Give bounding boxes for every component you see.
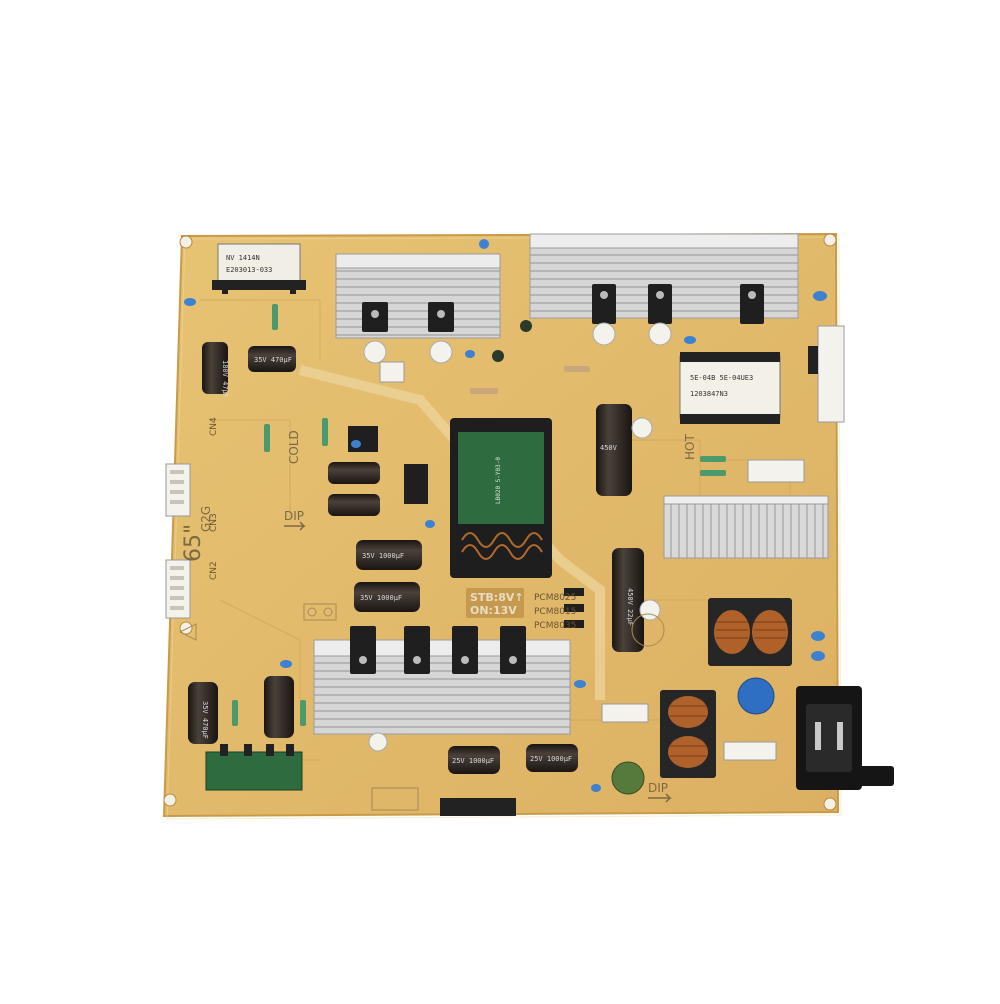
heatsink-right-middle — [663, 495, 829, 559]
cap-g-label: 35V 1000μF — [360, 594, 402, 602]
main-transformer-label: LB020 S-Y03-0 — [495, 457, 502, 504]
on-label: ON:13V — [470, 604, 517, 617]
transformer-label-2: E203013-033 — [226, 266, 272, 274]
chokes — [660, 598, 792, 778]
cap-e-label: 25V 1000μF — [530, 755, 572, 763]
transformer-right-label-1: 5E-04B 5E-04UE3 — [690, 374, 753, 382]
heatsink-top-right — [529, 233, 799, 346]
main-transformer: LB020 S-Y03-0 — [450, 418, 552, 578]
small-components — [184, 239, 827, 792]
hot-label: HOT — [683, 434, 697, 460]
disc-components — [611, 677, 775, 795]
pcm-label-2: PCM8015 — [534, 607, 576, 617]
transformer-right: 5E-04B 5E-04UE3 1203847N3 — [679, 352, 781, 424]
transformer-label-1: NV 1414N — [226, 254, 260, 262]
connector-right-edge — [808, 325, 845, 423]
cold-label: COLD — [287, 430, 301, 464]
cn3-label: CN3 — [209, 513, 219, 532]
pcm-label-3: PCM8035 — [534, 621, 576, 631]
cap-h-label: 450V 22μF — [626, 588, 634, 626]
transformer-top-left: NV 1414N E203013-033 — [212, 243, 306, 294]
stb-label: STB:8V↑ — [470, 591, 524, 604]
ac-inlet — [796, 686, 894, 790]
cn2-label: CN2 — [209, 561, 219, 580]
pcm-label-1: PCM8025 — [534, 593, 576, 603]
cap-i-label: 35V 470μF — [201, 701, 209, 739]
connectors-left — [165, 463, 191, 619]
capacitors-vertical: 180V 47μF 450V 450V 22μF 35V 470μF — [188, 342, 644, 744]
transformer-bottom-left — [205, 744, 303, 791]
size-code: G2G — [199, 506, 213, 532]
dip-label-left: DIP — [284, 509, 304, 523]
cap-b-label: 35V 470μF — [254, 356, 292, 364]
cap-c-label: 450V — [600, 444, 618, 452]
transformer-right-label-2: 1203847N3 — [690, 390, 728, 398]
silkscreen: 65" G2G COLD HOT DIP DIP STB:8V↑ ON:13V … — [178, 417, 697, 811]
cap-f-label: 35V 1000μF — [362, 552, 404, 560]
cap-a-label: 180V 47μF — [221, 360, 229, 398]
heatsink-top-left — [335, 253, 501, 364]
capacitors-horizontal: 35V 470μF 35V 1000μF 35V 1000μF 25V 1000… — [248, 346, 578, 774]
size-mark: 65" — [181, 524, 206, 562]
white-parts — [379, 361, 805, 816]
cap-d-label: 25V 1000μF — [452, 757, 494, 765]
cn4-label: CN4 — [209, 417, 219, 436]
dip-label-right: DIP — [648, 781, 668, 795]
heatsink-bottom — [313, 626, 571, 752]
